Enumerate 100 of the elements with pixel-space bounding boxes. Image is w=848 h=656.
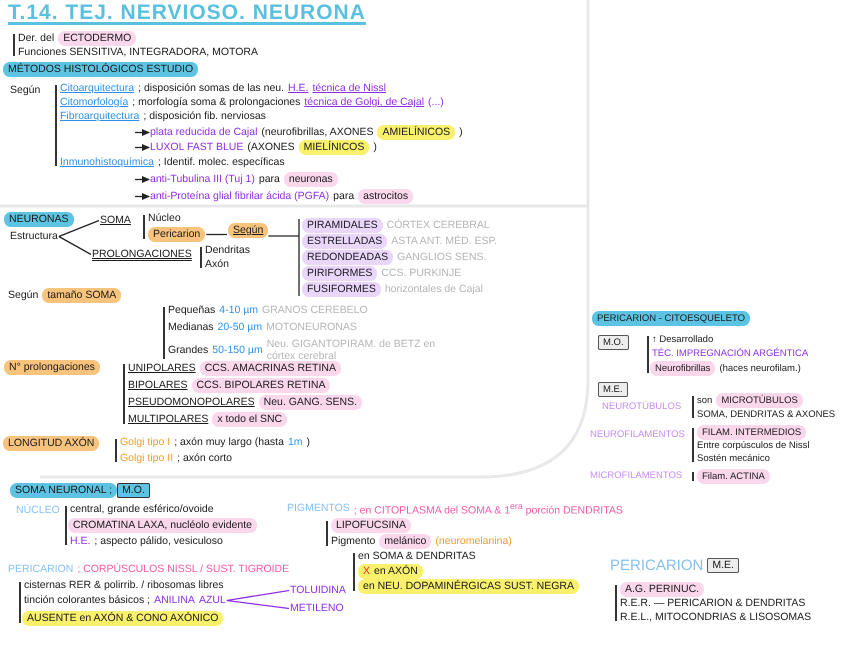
note-text: ; disposición fib. nerviosas	[143, 110, 266, 123]
highlighted-term: Filam. ACTINA	[697, 469, 770, 484]
page-title: T.14. TEJ. NERVIOSO. NEURONA	[8, 1, 366, 25]
highlighted-term: melánico	[379, 534, 432, 549]
connector-line	[226, 600, 290, 610]
method-name: Inmunohistoquímica	[60, 156, 154, 169]
subheading-text: NEUROTÚBULOS	[602, 400, 682, 413]
note-text: Sostén mecánico	[697, 452, 770, 465]
technique-name: técnica de Golgi, de Cajal	[304, 96, 424, 109]
measurement-text: 50-150 µm	[212, 344, 263, 356]
highlighted-term: ESTRELLADAS	[302, 234, 388, 249]
note-text: Der. del	[18, 32, 54, 45]
method-name: Citoarquitectura	[60, 82, 134, 95]
note-text: Funciones SENSITIVA, INTEGRADORA, MOTORA	[18, 46, 258, 59]
note-text: SOMA, DENDRITAS & AXONES	[697, 408, 836, 421]
highlighted-term: N° prolongaciones	[4, 360, 100, 375]
highlighted-term: FILAM. INTERMEDIOS	[697, 425, 806, 440]
highlighted-term: LONGITUD AXÓN	[3, 436, 100, 451]
connector-line	[226, 590, 290, 602]
term-text: (neuromelanina)	[435, 535, 512, 548]
underlined-term: BIPOLARES	[128, 379, 188, 392]
note-text: )	[306, 436, 310, 449]
note-text: ; CORPÚSCULOS NISSL / SUST. TIGROIDE	[77, 563, 290, 576]
subheading-text: MICROFILAMENTOS	[590, 469, 682, 482]
connector-line	[206, 234, 227, 236]
technique-name: TÉC. IMPREGNACIÓN ARGÉNTICA	[652, 347, 808, 360]
note-text: Pigmento	[331, 535, 376, 548]
highlighted-term: AUSENTE en AXÓN & CONO AXÓNICO	[22, 611, 224, 626]
highlighted-term: PIRIFORMES	[302, 266, 378, 281]
note-text: ; aspecto pálido, vesiculoso	[94, 535, 223, 548]
highlighted-term: tamaño SOMA	[42, 288, 122, 303]
note-text: ; en CITOPLASMA del SOMA & 1$^{era}$ porción DENDRITAS	[354, 500, 623, 518]
example-text: GANGLIOS SENS.	[397, 251, 486, 264]
note-text: para	[333, 190, 354, 203]
method-name: Fibroarquitectura	[60, 110, 140, 123]
method-name: Citomorfología	[60, 96, 128, 109]
note-text: cisternas RER & polirrib. / ribosomas libres	[24, 579, 224, 592]
note-text: Grandes	[168, 344, 208, 356]
highlighted-term: REDONDEADAS	[302, 250, 394, 265]
highlighted-term: CROMATINA LAXA, nucléolo evidente	[68, 518, 257, 533]
note-text: Dendritas	[205, 244, 250, 257]
note-text: R.E.R. — PERICARION & DENDRITAS	[620, 597, 806, 610]
note-text: Entre corpúsculos de Nissl	[697, 439, 810, 452]
note-text: Axón	[205, 258, 229, 271]
boxed-tag: M.O.	[117, 483, 150, 498]
highlighted-term: Neurofibrillas	[650, 361, 716, 376]
example-text: MOTONEURONAS	[266, 321, 357, 334]
highlighted-term: Según	[228, 223, 268, 238]
highlighted-term: neuronas	[284, 172, 338, 187]
note-text: Según	[8, 289, 38, 302]
highlighted-term: x todo el SNC	[212, 412, 288, 427]
note-text: ; axón corto	[177, 452, 232, 465]
connector-line	[58, 220, 100, 238]
note-text: para	[258, 173, 280, 186]
subheading-text: PERICARION	[610, 559, 704, 572]
note-text: ↑ Desarrollado	[652, 333, 714, 346]
highlighted-term: Pericarion	[148, 227, 206, 242]
note-text: Estructura	[10, 230, 58, 243]
underlined-term: UNIPOLARES	[128, 362, 196, 375]
note-text: (neurofibrillas, AXONES	[261, 126, 374, 139]
section-heading: MÉTODOS HISTOLÓGICOS ESTUDIO	[3, 62, 198, 77]
technique-name: AZUL	[198, 594, 226, 607]
technique-name: plata reducida de Cajal	[150, 126, 258, 139]
technique-name: técnica de Nissl	[312, 82, 386, 95]
technique-name: TOLUIDINA	[290, 584, 346, 597]
note-text: Medianas	[168, 321, 214, 334]
arrow	[135, 193, 150, 200]
arrow	[135, 144, 150, 151]
note-text: ; Identif. molec. específicas	[158, 156, 285, 169]
note-text: Según	[10, 84, 40, 97]
term-text: Golgi tipo II	[120, 452, 174, 465]
note-text: Pequeñas	[168, 304, 216, 317]
note-text: (haces neurofilam.)	[719, 362, 801, 375]
subheading-text: NÚCLEO	[16, 504, 60, 517]
note-text: ; disposición somas de las neu.	[138, 82, 284, 95]
arrow	[135, 129, 150, 136]
example-text: Neu. GIGANTOPIRAM. de BETZ en córtex cerebral	[266, 338, 436, 362]
highlighted-term: CCS. AMACRINAS RETINA	[200, 361, 341, 376]
section-heading: NEURONAS	[4, 212, 74, 227]
example-text: horizontales de Cajal	[384, 283, 483, 296]
example-text: CÓRTEX CEREBRAL	[386, 219, 490, 232]
note-text: (AXONES	[247, 141, 295, 154]
arrow	[135, 176, 150, 183]
note-text: Núcleo	[148, 212, 181, 225]
note-text: )	[373, 141, 377, 154]
subheading-text: PIGMENTOS	[287, 502, 350, 516]
section-heading: SOMA NEURONAL ;	[10, 483, 118, 498]
measurement-text: 4-10 µm	[219, 304, 258, 317]
technique-name: (...)	[428, 96, 444, 109]
highlighted-term: MIELÍNICOS	[298, 140, 370, 155]
highlighted-term: MICROTÚBULOS	[716, 393, 803, 408]
underlined-term: PSEUDOMONOPOLARES	[128, 396, 255, 409]
measurement-text: 20-50 µm	[218, 321, 262, 334]
subheading-text: PERICARION	[8, 563, 74, 576]
technique-name: METILENO	[290, 602, 344, 615]
note-text: ; axón muy largo (hasta	[174, 436, 284, 449]
highlighted-term: astrocitos	[358, 189, 414, 204]
highlighted-term: AMIELÍNICOS	[377, 125, 456, 140]
example-text: ASTA ANT. MÉD. ESP.	[391, 235, 498, 248]
technique-name: anti-Tubulina III (Tuj 1)	[150, 173, 255, 186]
